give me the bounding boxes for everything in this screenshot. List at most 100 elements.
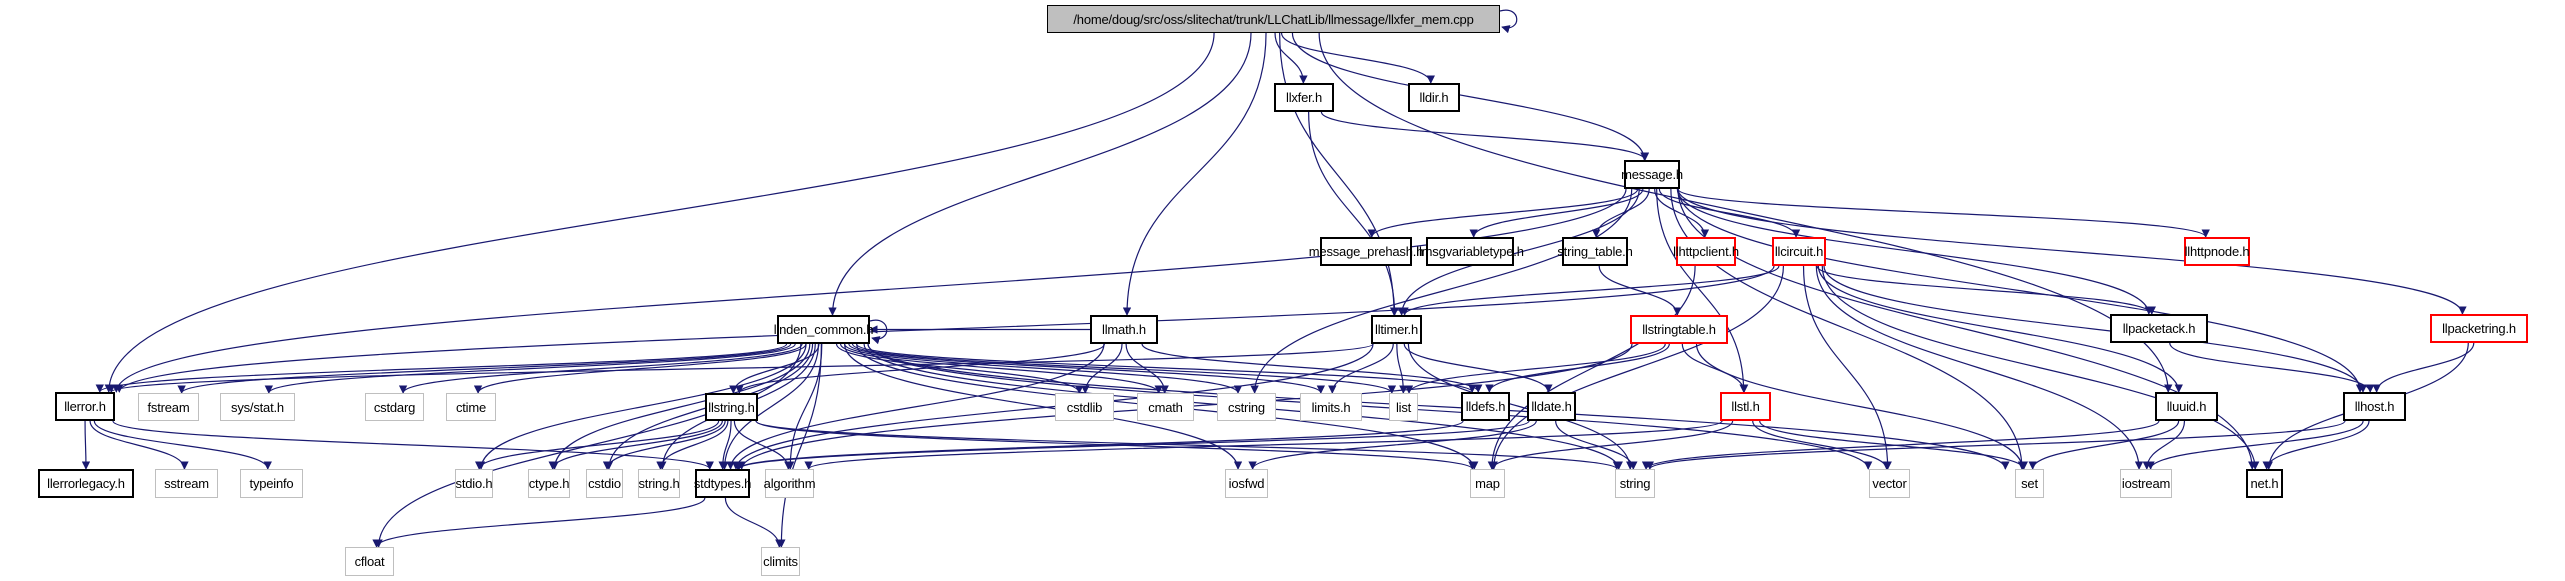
- node-llstring[interactable]: llstring.h: [705, 393, 758, 421]
- node-string-h[interactable]: string.h: [638, 469, 680, 498]
- node-label: message_prehash.h: [1308, 244, 1424, 259]
- node-label: cstdarg: [373, 399, 416, 415]
- edge-lluuid-to-iostream: [2142, 420, 2186, 470]
- edge-root-to-message: [1291, 32, 1649, 161]
- edge-llhost-to-net_h: [2262, 420, 2370, 470]
- node-lldir[interactable]: lldir.h: [1408, 83, 1460, 112]
- node-llmath[interactable]: llmath.h: [1090, 315, 1158, 344]
- node-label: fstream: [147, 399, 190, 415]
- node-list[interactable]: list: [1389, 393, 1418, 421]
- node-llhost[interactable]: llhost.h: [2343, 392, 2406, 421]
- node-root[interactable]: /home/doug/src/oss/slitechat/trunk/LLCha…: [1047, 5, 1500, 33]
- node-label: vector: [1872, 476, 1907, 491]
- edge-lldate-to-iosfwd: [1248, 420, 1537, 470]
- node-label: cstdlib: [1066, 399, 1103, 415]
- node-cstdio[interactable]: cstdio: [586, 469, 623, 498]
- node-label: llerror.h: [64, 399, 106, 414]
- node-cstdlib[interactable]: cstdlib: [1055, 393, 1114, 421]
- node-string[interactable]: string: [1615, 469, 1655, 498]
- node-vector[interactable]: vector: [1869, 469, 1910, 498]
- node-cstdarg[interactable]: cstdarg: [365, 393, 424, 421]
- node-llcircuit[interactable]: llcircuit.h: [1772, 237, 1826, 266]
- node-llpacketring[interactable]: llpacketring.h: [2430, 314, 2528, 343]
- edge-llstringtable-to-llstl: [1681, 343, 1749, 393]
- edge-llstl-to-vector: [1752, 420, 1891, 470]
- edge-lltimer-to-string: [1407, 343, 1635, 470]
- node-label: stdio.h: [455, 476, 493, 491]
- node-stdio-h[interactable]: stdio.h: [455, 469, 493, 498]
- node-lldate[interactable]: lldate.h: [1527, 392, 1576, 421]
- node-label: algorithm: [763, 476, 816, 491]
- edge-llcircuit-to-vector: [1802, 265, 1892, 470]
- edge-llpacketack-to-llhost: [2169, 342, 2375, 393]
- node-linden-common[interactable]: linden_common.h: [774, 315, 874, 344]
- node-stdtypes[interactable]: stdtypes.h: [694, 469, 751, 498]
- edge-llxfer-to-lltimer: [1308, 111, 1399, 316]
- edge-lldate-to-string: [1555, 420, 1638, 470]
- node-label: cfloat: [354, 554, 385, 569]
- edge-lltimer-to-stdtypes: [731, 343, 1374, 470]
- node-map[interactable]: map: [1470, 469, 1505, 498]
- node-iosfwd[interactable]: iosfwd: [1225, 469, 1268, 498]
- node-limits-h[interactable]: limits.h: [1300, 393, 1362, 421]
- node-llerrorlegacy[interactable]: llerrorlegacy.h: [38, 469, 134, 498]
- node-llstringtable[interactable]: llstringtable.h: [1630, 315, 1728, 344]
- edge-stdtypes-to-climits: [724, 497, 784, 548]
- node-label: ctype.h: [528, 476, 570, 491]
- node-label: limits.h: [1311, 399, 1351, 415]
- node-label: llmsgvariabletype.h: [1416, 244, 1524, 259]
- node-algorithm[interactable]: algorithm: [763, 469, 816, 498]
- edge-message-to-llpacketack: [1676, 188, 2154, 315]
- node-llpacketack[interactable]: llpacketack.h: [2110, 314, 2208, 343]
- edge-llstring-to-cstdio: [602, 420, 726, 470]
- edge-lltimer-to-lldate: [1403, 343, 1553, 393]
- node-string-table[interactable]: string_table.h: [1557, 237, 1633, 266]
- edge-llerror-to-typeinfo: [93, 420, 272, 470]
- node-label: llpacketring.h: [2442, 321, 2516, 336]
- node-set[interactable]: set: [2015, 469, 2044, 498]
- node-llxfer[interactable]: llxfer.h: [1274, 83, 1334, 112]
- node-label: llcircuit.h: [1774, 244, 1824, 259]
- node-ctype-h[interactable]: ctype.h: [528, 469, 570, 498]
- node-cmath[interactable]: cmath: [1137, 393, 1194, 421]
- node-sys-stat[interactable]: sys/stat.h: [220, 393, 295, 421]
- node-llhttpnode[interactable]: llhttpnode.h: [2184, 237, 2250, 266]
- node-label: string_table.h: [1557, 244, 1633, 259]
- node-label: llstringtable.h: [1642, 322, 1716, 337]
- edge-message-to-llstl: [1656, 188, 1748, 393]
- node-llerror[interactable]: llerror.h: [55, 392, 115, 421]
- node-fstream[interactable]: fstream: [138, 393, 199, 421]
- edge-message-to-llpacketring: [1677, 188, 2467, 315]
- node-typeinfo[interactable]: typeinfo: [240, 469, 303, 498]
- node-climits[interactable]: climits: [761, 547, 800, 576]
- node-lltimer[interactable]: lltimer.h: [1371, 315, 1422, 344]
- node-label: list: [1395, 399, 1412, 415]
- edge-llmath-to-cstdlib: [1081, 343, 1123, 394]
- edge-lldefs-to-stdtypes: [733, 420, 1464, 470]
- edge-llcircuit-to-llpacketack: [1816, 265, 2156, 315]
- node-message-prehash[interactable]: message_prehash.h: [1309, 237, 1423, 266]
- node-sstream[interactable]: sstream: [155, 469, 218, 498]
- node-cfloat[interactable]: cfloat: [345, 547, 394, 576]
- node-lldefs[interactable]: lldefs.h: [1461, 392, 1510, 421]
- node-label: linden_common.h: [773, 322, 874, 337]
- node-lluuid[interactable]: lluuid.h: [2155, 392, 2218, 421]
- node-net-h[interactable]: net.h: [2246, 469, 2283, 498]
- edge-linden_common-to-stdtypes: [720, 343, 820, 470]
- node-label: llpacketack.h: [2122, 321, 2196, 336]
- node-message[interactable]: message.h: [1621, 160, 1683, 189]
- node-cstring[interactable]: cstring: [1217, 393, 1276, 421]
- edge-llcircuit-to-net_h: [1821, 265, 2260, 470]
- edge-lluuid-to-set: [2028, 420, 2180, 470]
- node-llmsgvariabletype[interactable]: llmsgvariabletype.h: [1416, 237, 1524, 266]
- node-label: lldate.h: [1531, 399, 1572, 414]
- node-iostream[interactable]: iostream: [2120, 469, 2172, 498]
- edge-lluuid-to-string: [1641, 420, 2160, 470]
- edge-llmath-to-lldefs: [1141, 343, 1483, 393]
- node-llhttpclient[interactable]: llhttpclient.h: [1673, 237, 1739, 266]
- node-llstl[interactable]: llstl.h: [1720, 392, 1771, 421]
- node-label: llerrorlegacy.h: [47, 476, 125, 491]
- edge-llstring-to-stdio_h: [475, 420, 720, 470]
- node-label: lluuid.h: [2166, 399, 2207, 414]
- node-ctime[interactable]: ctime: [446, 393, 496, 421]
